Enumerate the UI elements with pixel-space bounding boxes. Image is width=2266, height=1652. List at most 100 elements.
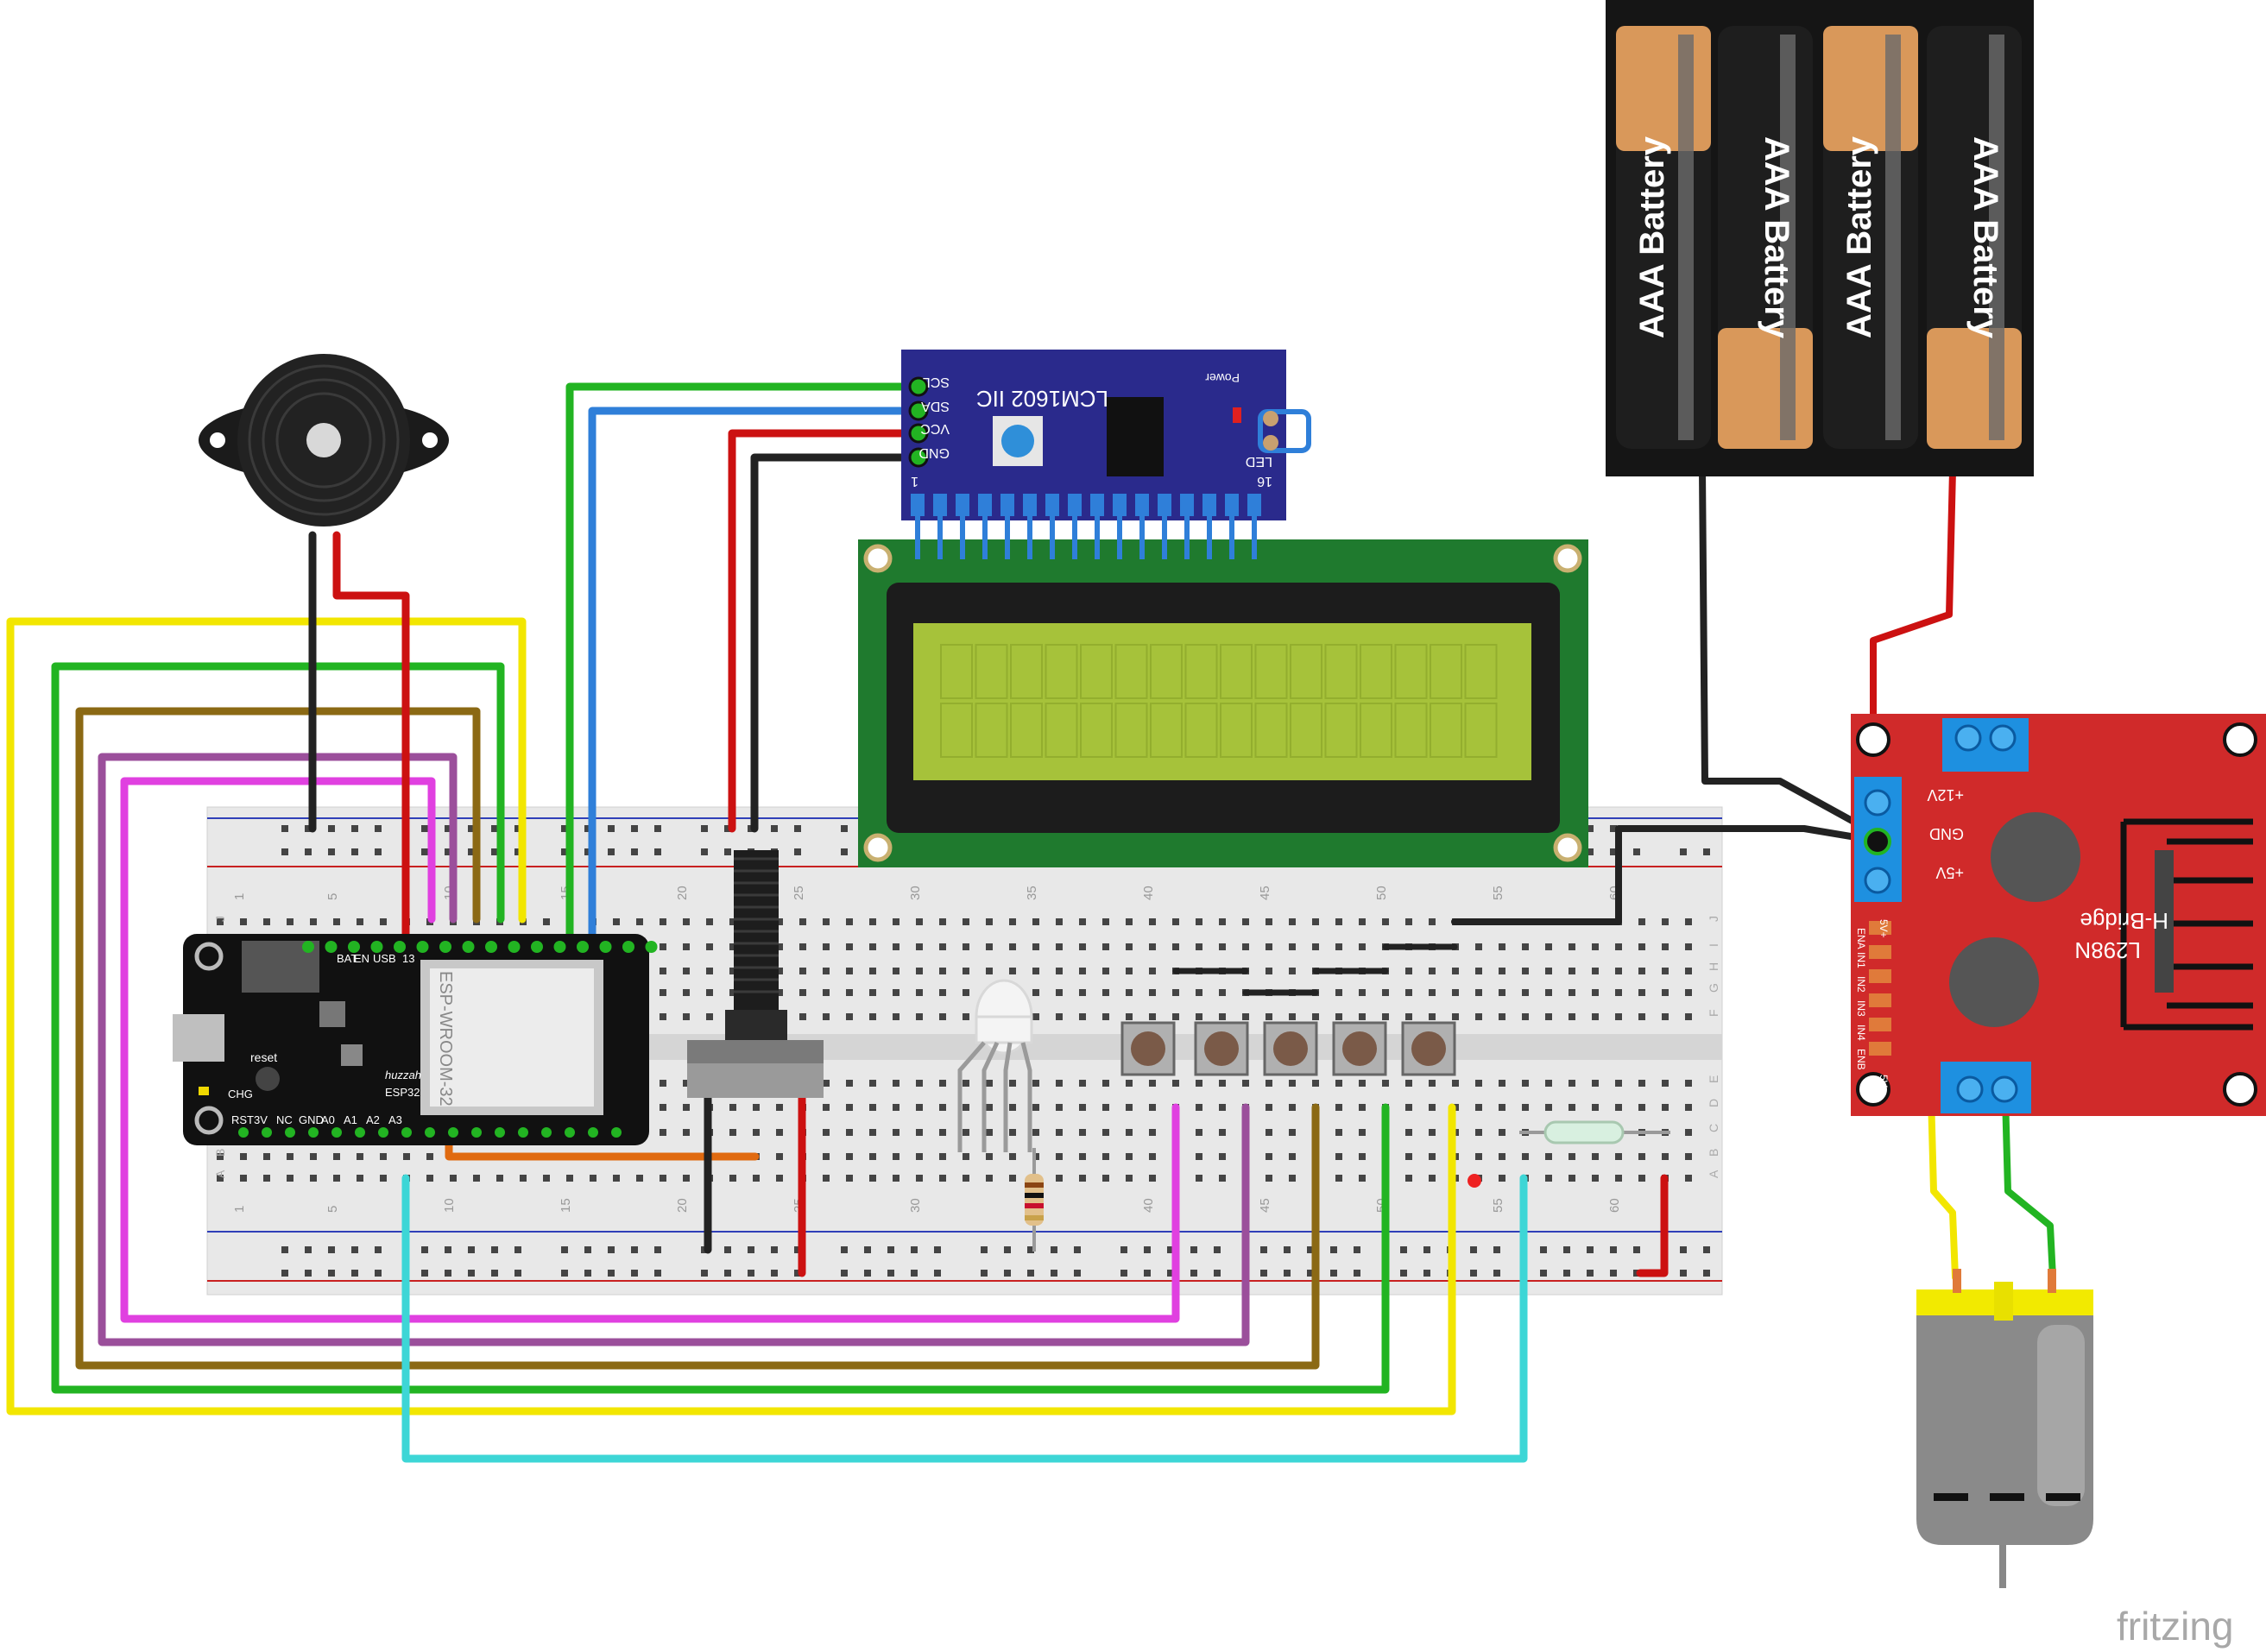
push-button[interactable] xyxy=(1401,1021,1456,1076)
lcd-1602-display xyxy=(858,539,1588,867)
row-letter: D xyxy=(1707,1099,1720,1107)
row-letter: A xyxy=(1707,1170,1720,1178)
hbridge-pin-label: IN2 xyxy=(1855,976,1867,993)
esp32-module-text: ESP-WROOM-32 xyxy=(436,971,455,1107)
esp32-top-pin-label: USB xyxy=(373,952,396,965)
hbridge-5v-a-label: 5V+ xyxy=(1878,919,1890,938)
esp32-pin xyxy=(325,941,338,953)
push-buttons xyxy=(1120,1021,1456,1076)
column-number-top: 25 xyxy=(792,886,806,900)
backpack-title: LCM1602 IIC xyxy=(976,386,1108,412)
esp32-pin xyxy=(531,941,543,953)
hbridge-5v-b-label: 5V+ xyxy=(1878,1075,1890,1094)
battery-label: AAA Battery xyxy=(1966,136,2004,339)
esp32-pin xyxy=(448,1127,458,1138)
esp32-top-pin-label: EN xyxy=(354,952,369,965)
backpack-16-pin-header xyxy=(911,494,1261,559)
esp32-pin xyxy=(262,1127,272,1138)
column-number-bottom: 1 xyxy=(232,1206,247,1213)
hbridge-pin-label: IN4 xyxy=(1855,1025,1867,1041)
led-jumper xyxy=(1258,409,1311,453)
esp32-pin xyxy=(495,1127,505,1138)
yellow-wire-loop xyxy=(6,617,1456,1416)
battery-label: AAA Battery xyxy=(1840,136,1878,338)
esp32-pin xyxy=(611,1127,622,1138)
column-number-top: 5 xyxy=(325,893,340,900)
row-letter: C xyxy=(1707,1124,1720,1132)
column-number-top: 35 xyxy=(1025,886,1039,900)
backpack-pin-label: SDA xyxy=(921,399,950,413)
rgb-led xyxy=(957,979,1033,1152)
esp32-bottom-pin-label: A2 xyxy=(366,1113,380,1126)
battery-black-wire xyxy=(1699,467,1885,841)
esp32-pin xyxy=(599,941,612,953)
aaa-battery: AAA Battery xyxy=(1823,26,1918,449)
row-letter: E xyxy=(1707,1075,1720,1083)
backpack-led-label: LED xyxy=(1246,454,1272,469)
esp32-reset-label: reset xyxy=(250,1050,277,1064)
esp32-chg-label: CHG xyxy=(228,1088,253,1100)
column-number-bottom: 40 xyxy=(1141,1198,1156,1213)
column-number-bottom: 30 xyxy=(908,1198,923,1213)
column-number-bottom: 45 xyxy=(1258,1198,1272,1213)
esp32-pin xyxy=(425,1127,435,1138)
green-wire-scl xyxy=(565,382,923,952)
esp32-pin xyxy=(370,941,383,953)
row-letter: B xyxy=(213,1149,227,1157)
hbridge-pin-label: ENA xyxy=(1855,928,1867,949)
hbridge-pin-label: IN3 xyxy=(1855,1000,1867,1017)
column-number-bottom: 20 xyxy=(675,1198,690,1213)
column-number-top: 30 xyxy=(908,886,923,900)
push-button[interactable] xyxy=(1194,1021,1249,1076)
esp32-bottom-pin-label: A3 xyxy=(388,1113,402,1126)
buzzer-red-wire xyxy=(332,531,410,952)
row-letter: J xyxy=(1707,916,1720,922)
push-button[interactable] xyxy=(1263,1021,1318,1076)
gnd-black-wire xyxy=(1451,825,1885,925)
battery-label: AAA Battery xyxy=(1758,136,1796,339)
column-number-top: 55 xyxy=(1491,886,1505,900)
esp32-pin xyxy=(462,941,475,953)
esp32-pin xyxy=(645,941,658,953)
column-number-top: 45 xyxy=(1258,886,1272,900)
wires xyxy=(6,382,2056,1463)
esp32-pin xyxy=(439,941,451,953)
esp32-bottom-pin-label: GND xyxy=(299,1113,324,1126)
esp32-board-label: ESP32 xyxy=(385,1086,420,1099)
esp32-pin xyxy=(622,941,634,953)
dc-motor xyxy=(1916,1269,2093,1588)
push-button[interactable] xyxy=(1120,1021,1176,1076)
column-number-top: 50 xyxy=(1374,886,1389,900)
esp32-pin xyxy=(308,1127,319,1138)
push-button[interactable] xyxy=(1332,1021,1387,1076)
row-letter: B xyxy=(1707,1149,1720,1157)
esp32-pin xyxy=(508,941,521,953)
esp32-pin xyxy=(401,1127,412,1138)
row-letter: H xyxy=(1707,962,1720,971)
motor-green-wire xyxy=(2002,1093,2056,1281)
hbridge-5v-label: +5V xyxy=(1935,864,1964,881)
column-number-top: 1 xyxy=(232,893,247,900)
esp32-pin xyxy=(577,941,589,953)
esp32-top-pin-label: BAT xyxy=(337,952,357,965)
heatsink xyxy=(2120,818,2253,1031)
aaa-battery: AAA Battery xyxy=(1927,26,2022,449)
red-led-dot xyxy=(1468,1174,1481,1188)
esp32-pin xyxy=(355,1127,365,1138)
backpack-i2c-pins xyxy=(908,376,929,468)
cyan-wire-loop xyxy=(401,1174,1528,1463)
column-number-bottom: 55 xyxy=(1491,1198,1505,1213)
column-number-top: 40 xyxy=(1141,886,1156,900)
esp32-pin xyxy=(331,1127,342,1138)
esp32-pin xyxy=(416,941,429,953)
esp32-bottom-pin-label: A1 xyxy=(344,1113,357,1126)
row-letter: F xyxy=(1707,1009,1720,1017)
esp32-pin xyxy=(541,1127,552,1138)
resistor xyxy=(1025,1148,1044,1252)
esp32-pin xyxy=(348,941,360,953)
